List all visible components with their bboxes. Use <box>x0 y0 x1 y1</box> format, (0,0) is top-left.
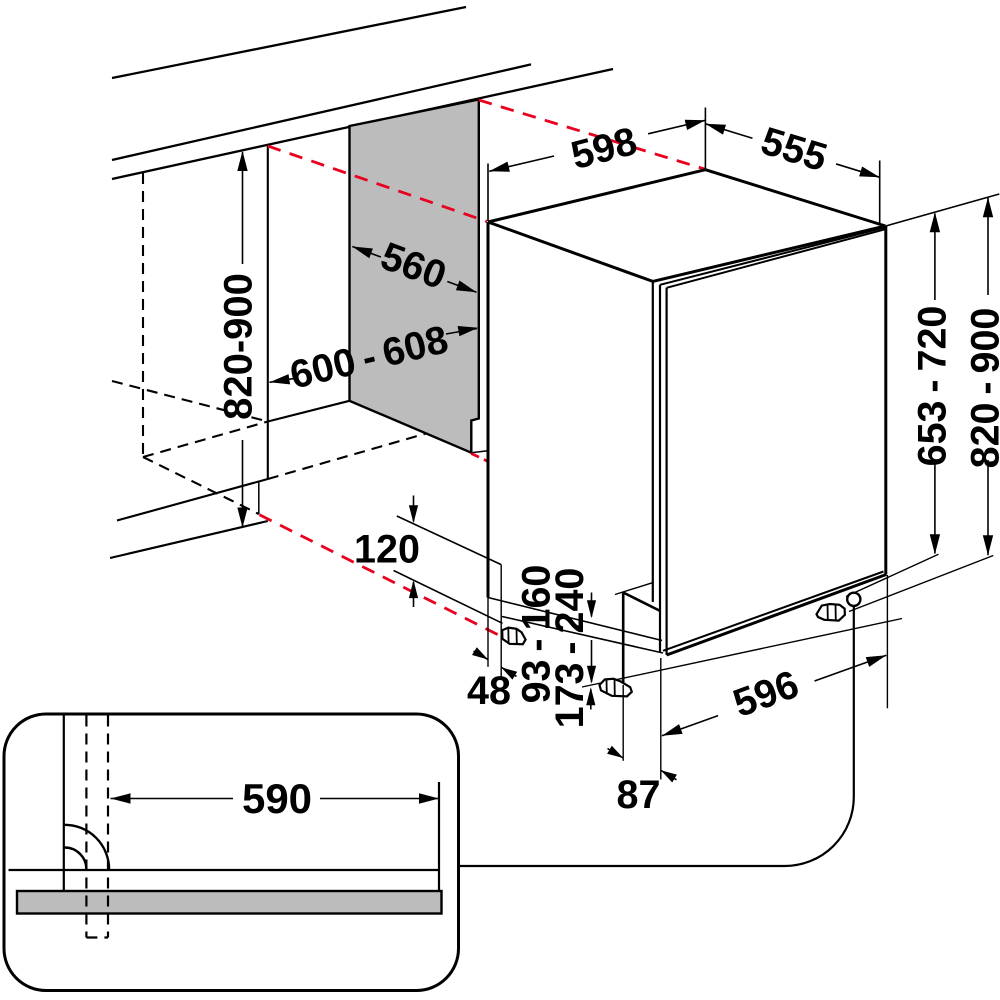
svg-text:87: 87 <box>617 773 661 817</box>
svg-text:120: 120 <box>354 528 420 572</box>
svg-text:93 - 160: 93 - 160 <box>515 565 559 704</box>
svg-text:590: 590 <box>242 775 312 822</box>
svg-text:820 - 900: 820 - 900 <box>964 308 1000 469</box>
svg-text:173 - 240: 173 - 240 <box>548 568 592 729</box>
svg-text:653 - 720: 653 - 720 <box>911 306 955 467</box>
svg-text:48: 48 <box>467 669 511 713</box>
svg-text:820-900: 820-900 <box>217 273 261 420</box>
